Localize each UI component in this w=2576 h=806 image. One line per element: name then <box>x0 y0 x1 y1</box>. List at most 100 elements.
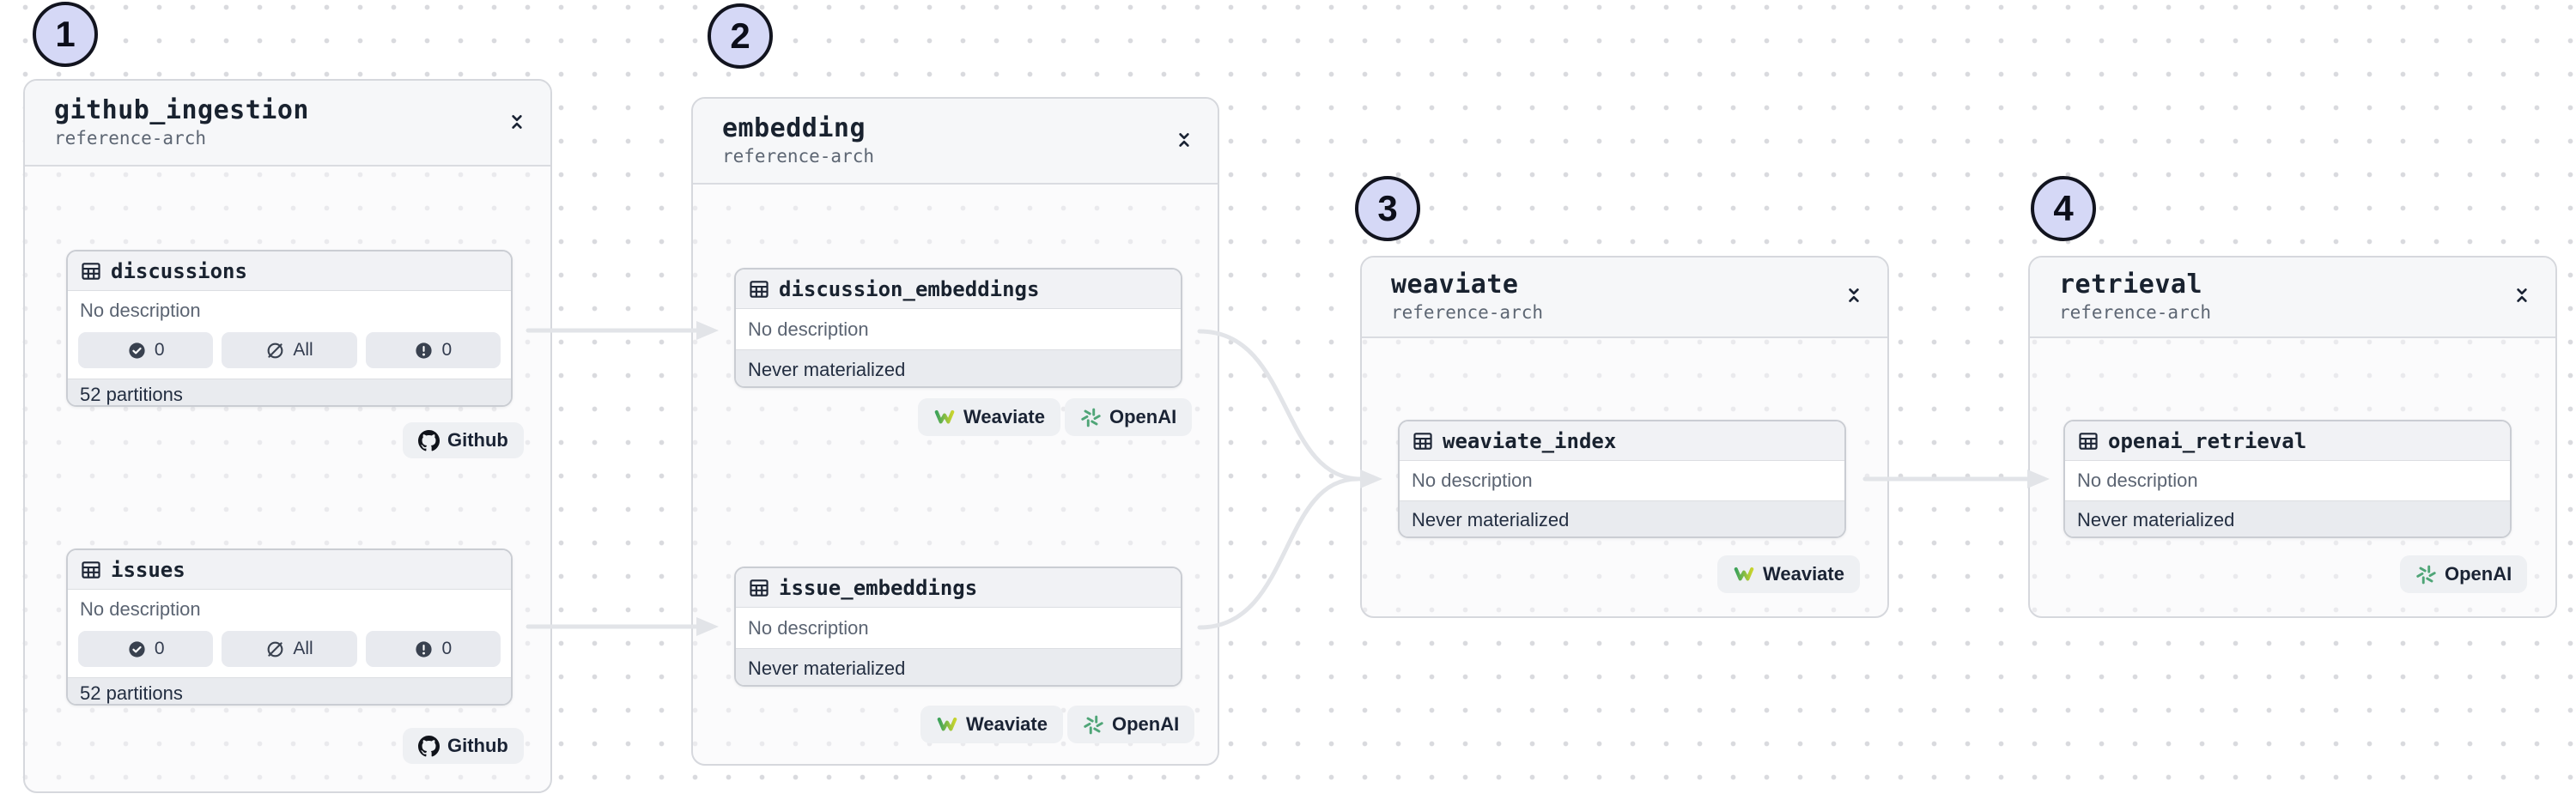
kind-tag-label: Weaviate <box>966 713 1048 735</box>
asset-name: openai_retrieval <box>2108 428 2307 453</box>
github-icon <box>418 735 440 756</box>
step-number: 1 <box>55 14 76 54</box>
group-subtitle: reference-arch <box>722 146 875 167</box>
asset-name: weaviate_index <box>1443 428 1617 453</box>
table-icon <box>750 579 769 597</box>
materialization-status: Never materialized <box>2065 500 2510 536</box>
materialization-status: Never materialized <box>1400 500 1844 536</box>
kind-tag-label: OpenAI <box>1112 713 1180 735</box>
collapse-group-button[interactable] <box>2509 282 2535 309</box>
failed-badge: 0 <box>365 332 501 368</box>
checks-count: 0 <box>154 340 165 360</box>
kind-tag-github[interactable]: Github <box>403 422 524 458</box>
asset-description: No description <box>68 291 511 330</box>
kind-tag-label: Github <box>447 735 508 756</box>
asset-description: No description <box>2065 461 2510 500</box>
kind-tag-label: OpenAI <box>1109 406 1177 427</box>
asset-description: No description <box>68 590 511 629</box>
openai-icon <box>2416 565 2436 584</box>
materialization-status: Never materialized <box>736 349 1181 386</box>
group-title: github_ingestion <box>54 95 309 125</box>
table-icon <box>750 280 769 298</box>
kind-tag-openai[interactable]: OpenAI <box>1065 398 1193 436</box>
weaviate-icon <box>934 409 955 424</box>
weaviate-icon <box>1734 567 1754 581</box>
check-circle-icon <box>129 640 145 658</box>
check-circle-icon <box>129 342 145 359</box>
asset-card-discussion-embeddings[interactable]: discussion_embeddings No description Nev… <box>734 268 1182 388</box>
table-icon <box>2079 432 2098 450</box>
asset-name: issue_embeddings <box>779 575 978 600</box>
checks-badge: 0 <box>78 332 214 368</box>
kind-tag-github[interactable]: Github <box>403 728 524 764</box>
kind-tag-weaviate[interactable]: Weaviate <box>918 398 1060 436</box>
kind-tag-weaviate[interactable]: Weaviate <box>1717 555 1860 593</box>
edge-discussion-embeddings-to-weaviate-index <box>1197 329 1382 488</box>
alert-circle-icon <box>416 640 433 658</box>
materialized-label: All <box>293 639 313 658</box>
asset-description: No description <box>736 309 1181 349</box>
group-subtitle: reference-arch <box>54 128 207 148</box>
group-title: retrieval <box>2059 270 2203 300</box>
table-icon <box>1413 432 1432 450</box>
asset-name: discussions <box>111 258 247 283</box>
table-icon <box>82 262 100 280</box>
materialized-label: All <box>293 340 313 360</box>
group-header-retrieval[interactable]: retrieval reference-arch <box>2030 258 2555 338</box>
asset-name: discussion_embeddings <box>779 276 1040 301</box>
kind-tag-label: Github <box>447 429 508 451</box>
materialization-status: Never materialized <box>736 648 1181 685</box>
step-marker-4: 4 <box>2031 176 2096 241</box>
collapse-group-button[interactable] <box>1171 126 1197 154</box>
step-marker-1: 1 <box>33 2 98 67</box>
step-marker-2: 2 <box>708 3 773 69</box>
openai-icon <box>1081 408 1101 427</box>
asset-card-openai-retrieval[interactable]: openai_retrieval No description Never ma… <box>2063 420 2512 538</box>
collapse-vertical-icon <box>2517 288 2527 302</box>
partitions-footer: 52 partitions <box>68 379 511 405</box>
checks-badge: 0 <box>78 631 214 667</box>
collapse-group-button[interactable] <box>1841 282 1867 309</box>
asset-card-issues[interactable]: issues No description 0 All 0 <box>66 548 513 706</box>
slash-circle-icon <box>267 342 283 358</box>
step-number: 4 <box>2053 188 2074 228</box>
step-number: 3 <box>1377 188 1398 228</box>
group-header-github-ingestion[interactable]: github_ingestion reference-arch <box>25 81 550 167</box>
collapse-group-button[interactable] <box>504 108 530 136</box>
collapse-vertical-icon <box>512 115 522 129</box>
kind-tag-label: OpenAI <box>2445 563 2512 585</box>
kind-tag-openai[interactable]: OpenAI <box>1067 706 1195 743</box>
openai-icon <box>1084 715 1103 734</box>
kind-tag-openai[interactable]: OpenAI <box>2400 555 2528 593</box>
failed-count: 0 <box>441 639 453 658</box>
failed-badge: 0 <box>365 631 501 667</box>
step-number: 2 <box>730 15 750 56</box>
group-title: embedding <box>722 113 866 143</box>
group-subtitle: reference-arch <box>1391 302 1544 323</box>
edge-issue-embeddings-to-weaviate-index <box>1197 476 1360 630</box>
asset-description: No description <box>1400 461 1844 500</box>
asset-card-discussions[interactable]: discussions No description 0 All 0 <box>66 250 513 407</box>
kind-tag-label: Weaviate <box>963 406 1045 427</box>
asset-card-issue-embeddings[interactable]: issue_embeddings No description Never ma… <box>734 567 1182 687</box>
group-title: weaviate <box>1391 270 1519 300</box>
materialization-badge: All <box>222 631 357 667</box>
weaviate-icon <box>937 717 957 731</box>
failed-count: 0 <box>441 340 453 360</box>
collapse-vertical-icon <box>1849 288 1859 302</box>
collapse-vertical-icon <box>1179 133 1189 147</box>
kind-tag-label: Weaviate <box>1763 563 1844 585</box>
group-subtitle: reference-arch <box>2059 302 2212 323</box>
step-marker-3: 3 <box>1355 176 1420 241</box>
group-header-weaviate[interactable]: weaviate reference-arch <box>1362 258 1887 338</box>
group-header-embedding[interactable]: embedding reference-arch <box>693 99 1218 185</box>
asset-name: issues <box>111 557 185 582</box>
asset-card-weaviate-index[interactable]: weaviate_index No description Never mate… <box>1398 420 1846 538</box>
asset-description: No description <box>736 608 1181 648</box>
table-icon <box>82 561 100 579</box>
materialization-badge: All <box>222 332 357 368</box>
github-icon <box>418 429 440 451</box>
checks-count: 0 <box>154 639 165 658</box>
kind-tag-weaviate[interactable]: Weaviate <box>920 706 1063 743</box>
